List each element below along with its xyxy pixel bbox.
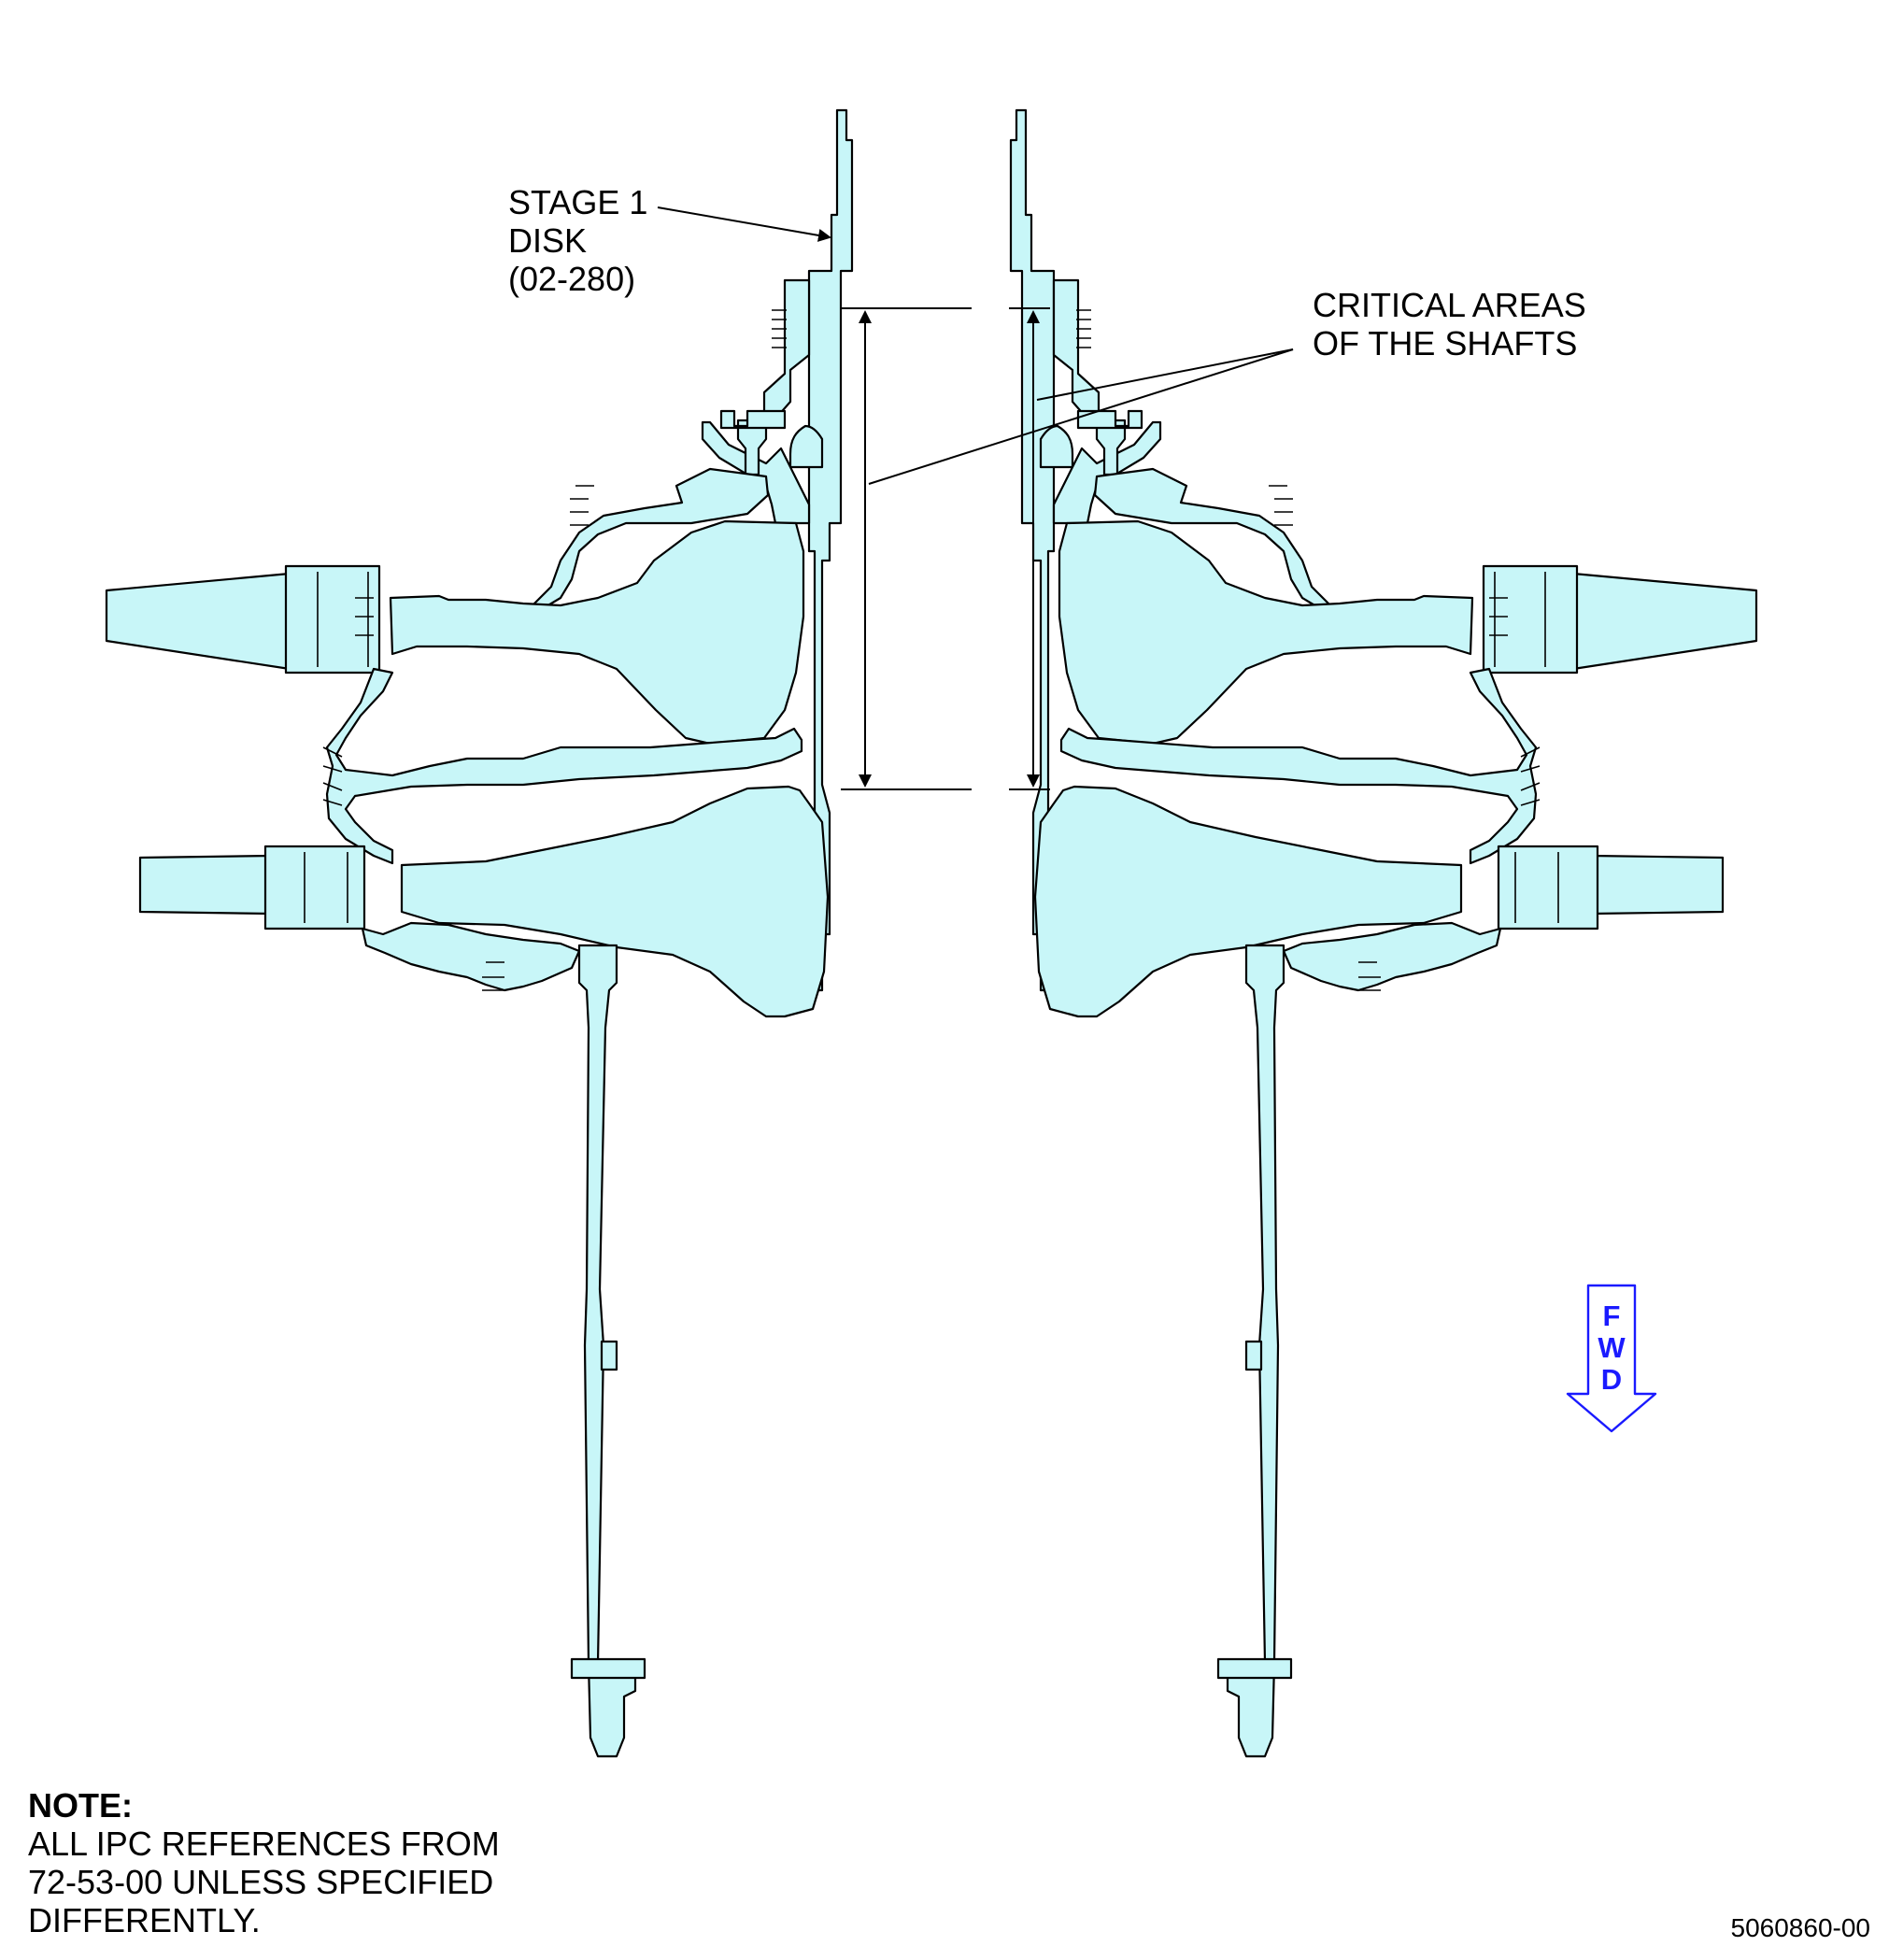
stage-4-disk bbox=[389, 519, 805, 746]
seal-teeth-upper bbox=[772, 309, 787, 348]
stage-label-line: DISK bbox=[508, 221, 588, 260]
interstage-seal-teeth bbox=[322, 746, 343, 806]
critical-label-line: CRITICAL AREAS bbox=[1313, 286, 1586, 324]
stage-2-blade-platform bbox=[719, 409, 787, 430]
stage-3-seal-teeth bbox=[570, 485, 594, 526]
stage-1-disk-label: STAGE 1 DISK (02-280) bbox=[508, 183, 647, 298]
stage-1-disk-shaft bbox=[807, 108, 854, 992]
interstage-ring bbox=[325, 667, 803, 865]
stage-5-disk bbox=[400, 785, 830, 1018]
stage-4-blade-root bbox=[284, 564, 381, 675]
stage-5-blade-root bbox=[263, 845, 366, 930]
stage-5-blade bbox=[138, 854, 273, 916]
fwd-arrow bbox=[1566, 1284, 1657, 1433]
fwd-letter: W bbox=[1598, 1331, 1626, 1364]
stage-1-seal-arm bbox=[762, 278, 811, 419]
stage-disk-leader bbox=[657, 206, 831, 242]
document-number: 5060860-00 bbox=[1730, 1913, 1870, 1942]
aft-shaft-flange bbox=[600, 1340, 618, 1371]
fwd-letter: F bbox=[1602, 1300, 1621, 1332]
note-block: NOTE: ALL IPC REFERENCES FROM 72-53-00 U… bbox=[28, 1786, 500, 1939]
stage-label-line: (02-280) bbox=[508, 260, 636, 298]
aft-shaft-coupling bbox=[570, 1657, 646, 1680]
stage-4-dovetail bbox=[317, 572, 374, 667]
stage-5-dovetail bbox=[304, 852, 348, 923]
stage-5-seal-arm bbox=[361, 921, 581, 992]
stage-label-line: STAGE 1 bbox=[508, 183, 648, 221]
aft-shaft bbox=[577, 944, 637, 1758]
critical-areas-label: CRITICAL AREAS OF THE SHAFTS bbox=[1313, 286, 1586, 362]
stage-3-flange-arm bbox=[531, 467, 770, 611]
note-line: ALL IPC REFERENCES FROM bbox=[28, 1825, 500, 1863]
critical-label-line: OF THE SHAFTS bbox=[1313, 324, 1578, 362]
left-half-section bbox=[105, 108, 854, 1758]
upper-cavity-ring bbox=[788, 424, 824, 469]
stage-5-seal-teeth bbox=[482, 961, 504, 991]
fwd-letter: D bbox=[1600, 1363, 1623, 1396]
critical-leader-right bbox=[1036, 348, 1294, 401]
fwd-label: F W D bbox=[1588, 1300, 1635, 1396]
note-line: DIFFERENTLY. bbox=[28, 1901, 261, 1939]
stage-4-blade bbox=[105, 572, 291, 671]
note-line: 72-53-00 UNLESS SPECIFIED bbox=[28, 1863, 494, 1901]
note-title: NOTE: bbox=[28, 1786, 133, 1825]
critical-leader-left bbox=[868, 348, 1294, 485]
